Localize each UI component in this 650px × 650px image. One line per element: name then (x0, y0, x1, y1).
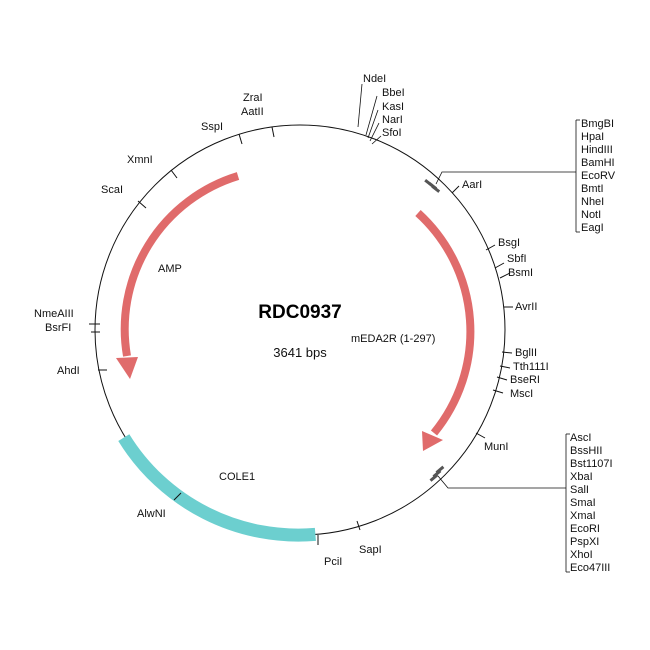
mcs-bottom-site: XhoI (570, 549, 593, 561)
site-label-alwni: AlwNI (137, 508, 166, 520)
mcs-top-hash (424, 178, 441, 193)
site-ticks (89, 126, 513, 545)
mcs-top-site: NotI (581, 209, 601, 221)
plasmid-size: 3641 bps (273, 345, 327, 360)
site-label-nmeaiii: NmeAIII (34, 308, 74, 320)
mcs-top-list: BmgBI HpaI HindIII BamHI EcoRV BmtI NheI… (581, 118, 616, 234)
site-label-sspi: SspI (201, 121, 223, 133)
mcs-bottom-site: PspXI (570, 536, 599, 548)
site-label-nari: NarI (382, 114, 403, 126)
mcs-bottom-site: AscI (570, 432, 591, 444)
mcs-bottom-site: EcoRI (570, 523, 600, 535)
site-label-msci: MscI (510, 388, 533, 400)
site-label-muni: MunI (484, 441, 508, 453)
mcs-top-bracket (575, 119, 580, 233)
site-label-pcii: PciI (324, 556, 342, 568)
site-label-tth111i: Tth111I (513, 361, 549, 373)
site-label-ahdi: AhdI (57, 365, 80, 377)
site-label-sapi: SapI (359, 544, 382, 556)
site-label-bbei: BbeI (382, 87, 405, 99)
site-label-avrii: AvrII (515, 301, 537, 313)
site-label-bsgi: BsgI (498, 237, 520, 249)
mcs-bottom-hash (429, 465, 445, 482)
mcs-bottom-list: AscI BssHII Bst1107I XbaI SalI SmaI XmaI… (570, 432, 613, 574)
mcs-bottom-site: Eco47III (570, 562, 610, 574)
plasmid-name: RDC0937 (258, 302, 341, 323)
site-label-bsmi: BsmI (508, 267, 533, 279)
mcs-bottom-site: SmaI (570, 497, 596, 509)
mcs-top-site: BamHI (581, 157, 615, 169)
site-label-ndei: NdeI (363, 73, 386, 85)
mcs-bottom-site: XbaI (570, 471, 593, 483)
site-label-bseri: BseRI (510, 374, 540, 386)
mcs-top-site: BmtI (581, 183, 604, 195)
mcs-top-site: NheI (581, 196, 604, 208)
mcs-bottom-site: SalI (570, 484, 589, 496)
mcs-top-site: HpaI (581, 131, 604, 143)
mcs-top-site: EagI (581, 222, 604, 234)
site-label-zrai: ZraI (243, 92, 263, 104)
mcs-bottom-site: XmaI (570, 510, 596, 522)
site-label-sfoi: SfoI (382, 127, 402, 139)
site-label-sbfi: SbfI (507, 253, 527, 265)
site-label-aatii: AatII (241, 106, 264, 118)
mcs-bottom-site: Bst1107I (570, 458, 613, 470)
feature-label-meda2r: mEDA2R (1-297) (351, 333, 435, 345)
meda2r-feature-arrow (415, 210, 475, 451)
site-label-bsrfi: BsrFI (45, 322, 71, 334)
mcs-top-site: HindIII (581, 144, 613, 156)
site-label-kasi: KasI (382, 101, 404, 113)
amp-feature-arrow (116, 172, 240, 379)
site-label-scai: ScaI (101, 184, 123, 196)
feature-label-cole1: COLE1 (219, 471, 255, 483)
mcs-bottom-site: BssHII (570, 445, 602, 457)
feature-label-amp: AMP (158, 263, 182, 275)
mcs-top-site: EcoRV (581, 170, 616, 182)
leader-lines (357, 83, 576, 489)
site-label-xmni: XmnI (127, 154, 153, 166)
site-label-bglii: BglII (515, 347, 537, 359)
mcs-top-site: BmgBI (581, 118, 614, 130)
cole1-feature (118, 434, 316, 542)
site-label-aari: AarI (462, 179, 482, 191)
mcs-bottom-bracket (565, 433, 570, 573)
